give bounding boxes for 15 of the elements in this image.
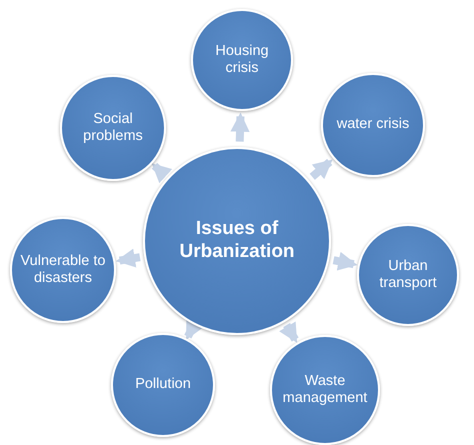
arrow	[152, 162, 172, 184]
topic-label: Urban transport	[378, 258, 438, 292]
arrow	[310, 158, 333, 180]
topic-label: Vulnerable to disasters	[20, 252, 106, 288]
arrow	[230, 112, 250, 142]
topic-label: Pollution	[135, 376, 191, 394]
topic-label: Social problems	[82, 110, 144, 146]
arrow	[184, 318, 204, 340]
topic-label: Housing crisis	[214, 42, 270, 78]
arrow	[116, 248, 141, 268]
arrow	[279, 321, 299, 343]
topic-label: water crisis	[336, 116, 410, 134]
topic-label: Waste management	[282, 372, 368, 408]
arrow	[332, 252, 358, 271]
central-label: Issues of Urbanization	[178, 218, 296, 264]
